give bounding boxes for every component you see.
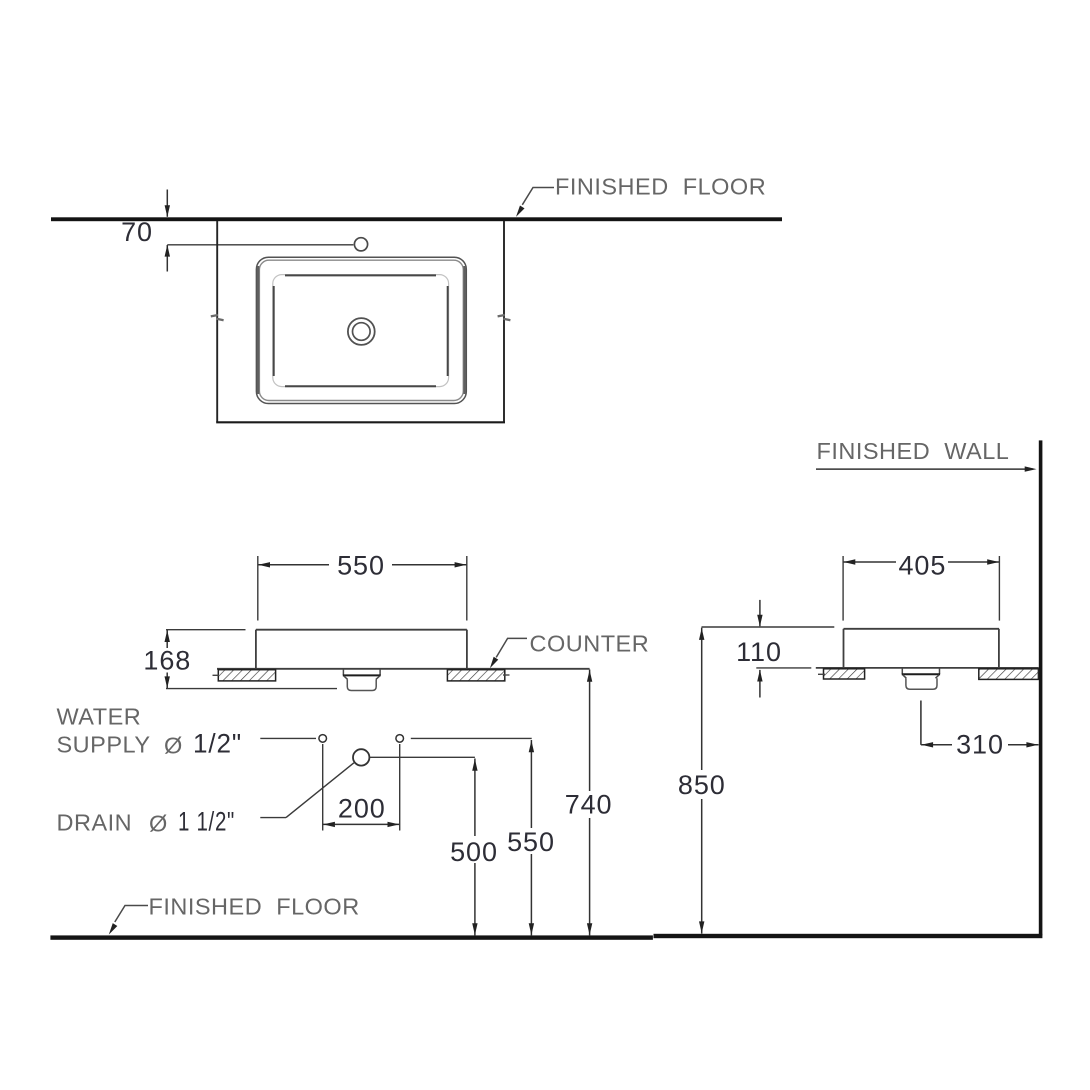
svg-text:FINISHED WALL: FINISHED WALL [817, 438, 1010, 464]
svg-text:70: 70 [121, 217, 153, 247]
svg-text:405: 405 [899, 550, 947, 580]
svg-text:850: 850 [678, 770, 726, 800]
svg-text:200: 200 [338, 794, 386, 824]
svg-text:WATER: WATER [57, 704, 142, 730]
svg-text:SUPPLY: SUPPLY [57, 732, 151, 758]
svg-text:FINISHED FLOOR: FINISHED FLOOR [555, 174, 766, 200]
svg-text:110: 110 [736, 637, 782, 667]
svg-text:COUNTER: COUNTER [530, 631, 650, 657]
svg-text:310: 310 [956, 730, 1004, 760]
svg-text:500: 500 [450, 837, 498, 867]
svg-text:740: 740 [565, 790, 613, 820]
svg-text:168: 168 [143, 646, 191, 676]
svg-text:1/2": 1/2" [193, 729, 242, 759]
svg-text:Ø: Ø [149, 811, 168, 837]
svg-text:Ø: Ø [164, 733, 183, 759]
svg-text:DRAIN: DRAIN [57, 810, 133, 836]
svg-text:550: 550 [337, 551, 385, 581]
svg-text:FINISHED FLOOR: FINISHED FLOOR [149, 894, 360, 920]
svg-text:550: 550 [507, 827, 555, 857]
svg-text:1 1/2": 1 1/2" [178, 807, 235, 837]
